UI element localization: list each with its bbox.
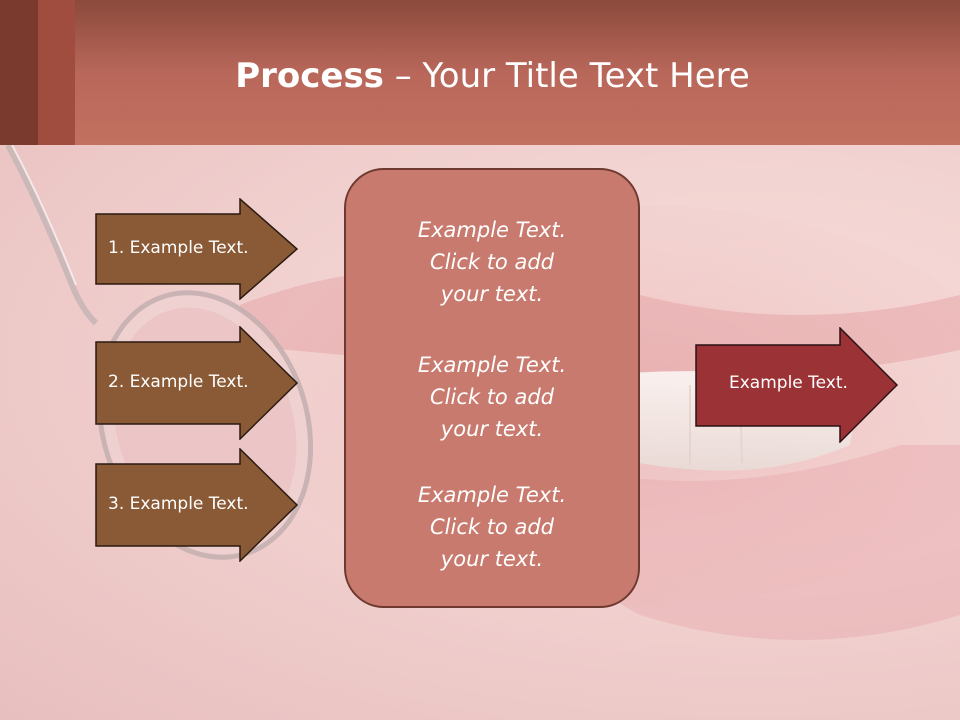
center-item-1: Example Text. Click to add your text. (417, 218, 567, 306)
arrow-shape-icon (95, 448, 299, 562)
arrow-shape-icon (695, 327, 899, 443)
slide-title[interactable]: Process – Your Title Text Here (0, 54, 960, 98)
left-arrow-3[interactable]: 3. Example Text. (95, 448, 300, 562)
left-arrow-label: 1. Example Text. (108, 238, 249, 258)
arrow-shape-icon (95, 198, 299, 300)
title-bar: Process – Your Title Text Here (0, 0, 960, 145)
left-arrow-1[interactable]: 1. Example Text. (95, 198, 300, 300)
left-arrow-2[interactable]: 2. Example Text. (95, 326, 300, 440)
title-rest: – Your Title Text Here (383, 56, 750, 96)
arrow-shape-icon (95, 326, 299, 440)
left-arrow-label: 3. Example Text. (108, 494, 249, 514)
center-item-2: Example Text. Click to add your text. (417, 353, 567, 441)
right-arrow-label: Example Text. (729, 373, 848, 393)
center-item-3: Example Text. Click to add your text. (417, 483, 567, 571)
title-bold: Process (235, 56, 384, 96)
left-arrow-label: 2. Example Text. (108, 372, 249, 392)
header-accent (0, 0, 75, 145)
center-text-box[interactable]: Example Text. Click to add your text. Ex… (344, 168, 640, 608)
right-arrow[interactable]: Example Text. (695, 327, 900, 443)
